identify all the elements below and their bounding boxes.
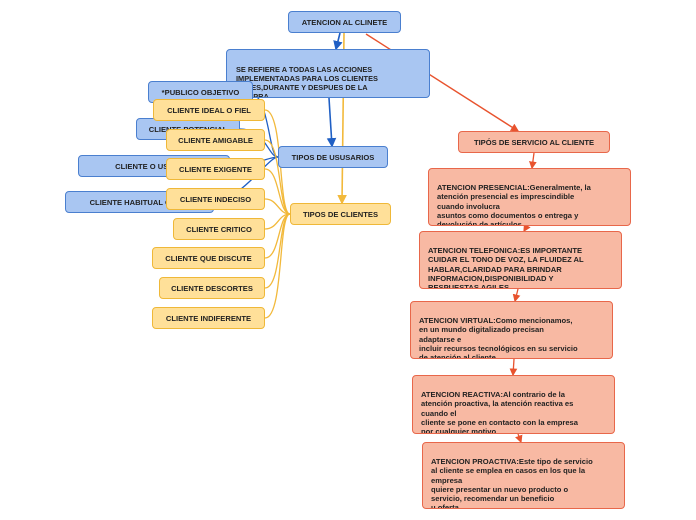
link-service-4 [509,358,518,377]
client-type-item[interactable]: CLIENTE AMIGABLE [166,129,265,151]
user-type-label: *PUBLICO OBJETIVO [161,87,240,97]
link-client-7 [264,213,291,289]
service-type-text: ATENCION PRESENCIAL:Generalmente, la ate… [437,183,591,226]
link-client-8 [264,213,291,319]
user-types-label: TIPOS DE USUSARIOS [291,152,375,162]
definition-topic[interactable]: SE REFIERE A TODAS LAS ACCIONES IMPLEMEN… [226,49,430,98]
service-type-text: ATENCION PROACTIVA:Este tipo de servicio… [431,457,593,509]
user-type-label: CLIENTE O USUARIO [115,161,193,171]
client-type-label: CLIENTE DESCORTES [171,283,253,293]
service-type-item[interactable]: ATENCION PRESENCIAL:Generalmente, la ate… [428,168,631,226]
root-topic-label: ATENCION AL CLINETE [301,17,388,27]
client-type-label: CLIENTE QUE DISCUTE [165,253,252,263]
link-service-5 [515,433,523,444]
link-service-1 [528,152,537,170]
client-type-label: CLIENTE AMIGABLE [178,135,253,145]
client-type-label: CLIENTE CRITICO [186,224,252,234]
link-client-2 [264,139,291,215]
root-topic[interactable]: ATENCION AL CLINETE [288,11,401,33]
link-service-3 [512,288,521,303]
client-type-label: CLIENTE IDEAL O FIEL [167,105,251,115]
service-types-topic[interactable]: TIPÓS DE SERVICIO AL CLIENTE [458,131,610,153]
client-types-topic[interactable]: TIPOS DE CLIENTES [290,203,391,225]
client-types-label: TIPOS DE CLIENTES [302,209,379,219]
link-service-2 [523,223,531,233]
link-client-4 [264,198,291,215]
client-type-label: CLIENTE EXIGENTE [179,164,252,174]
service-type-text: ATENCION VIRTUAL:Como mencionamos, en un… [419,316,578,359]
definition-text: SE REFIERE A TODAS LAS ACCIONES IMPLEMEN… [236,65,378,98]
service-type-item[interactable]: ATENCION VIRTUAL:Como mencionamos, en un… [410,301,613,359]
client-type-item[interactable]: CLIENTE INDIFERENTE [152,307,265,329]
service-types-label: TIPÓS DE SERVICIO AL CLIENTE [473,137,595,147]
client-type-item[interactable]: CLIENTE IDEAL O FIEL [153,99,265,121]
service-type-item[interactable]: ATENCION TELEFONICA:ES IMPORTANTE CUIDAR… [419,231,622,289]
client-type-item[interactable]: CLIENTE EXIGENTE [166,158,265,180]
link-root-user-types [326,97,337,148]
service-type-item[interactable]: ATENCION REACTIVA:Al contrario de la ate… [412,375,615,434]
client-type-item[interactable]: CLIENTE QUE DISCUTE [152,247,265,269]
user-type-label: CLIENTE HABITUAL O FIEL [89,197,190,207]
link-root-definition [333,32,343,51]
client-type-item[interactable]: CLIENTE DESCORTES [159,277,265,299]
client-type-label: CLIENTE INDIFERENTE [165,313,252,323]
client-type-item[interactable]: CLIENTE CRITICO [173,218,265,240]
service-type-item[interactable]: ATENCION PROACTIVA:Este tipo de servicio… [422,442,625,509]
service-type-text: ATENCION REACTIVA:Al contrario de la ate… [421,390,578,434]
user-types-topic[interactable]: TIPOS DE USUSARIOS [278,146,388,168]
service-type-text: ATENCION TELEFONICA:ES IMPORTANTE CUIDAR… [428,246,584,289]
link-client-3 [264,168,291,215]
client-type-label: CLIENTE INDECISO [179,194,252,204]
client-type-item[interactable]: CLIENTE INDECISO [166,188,265,210]
